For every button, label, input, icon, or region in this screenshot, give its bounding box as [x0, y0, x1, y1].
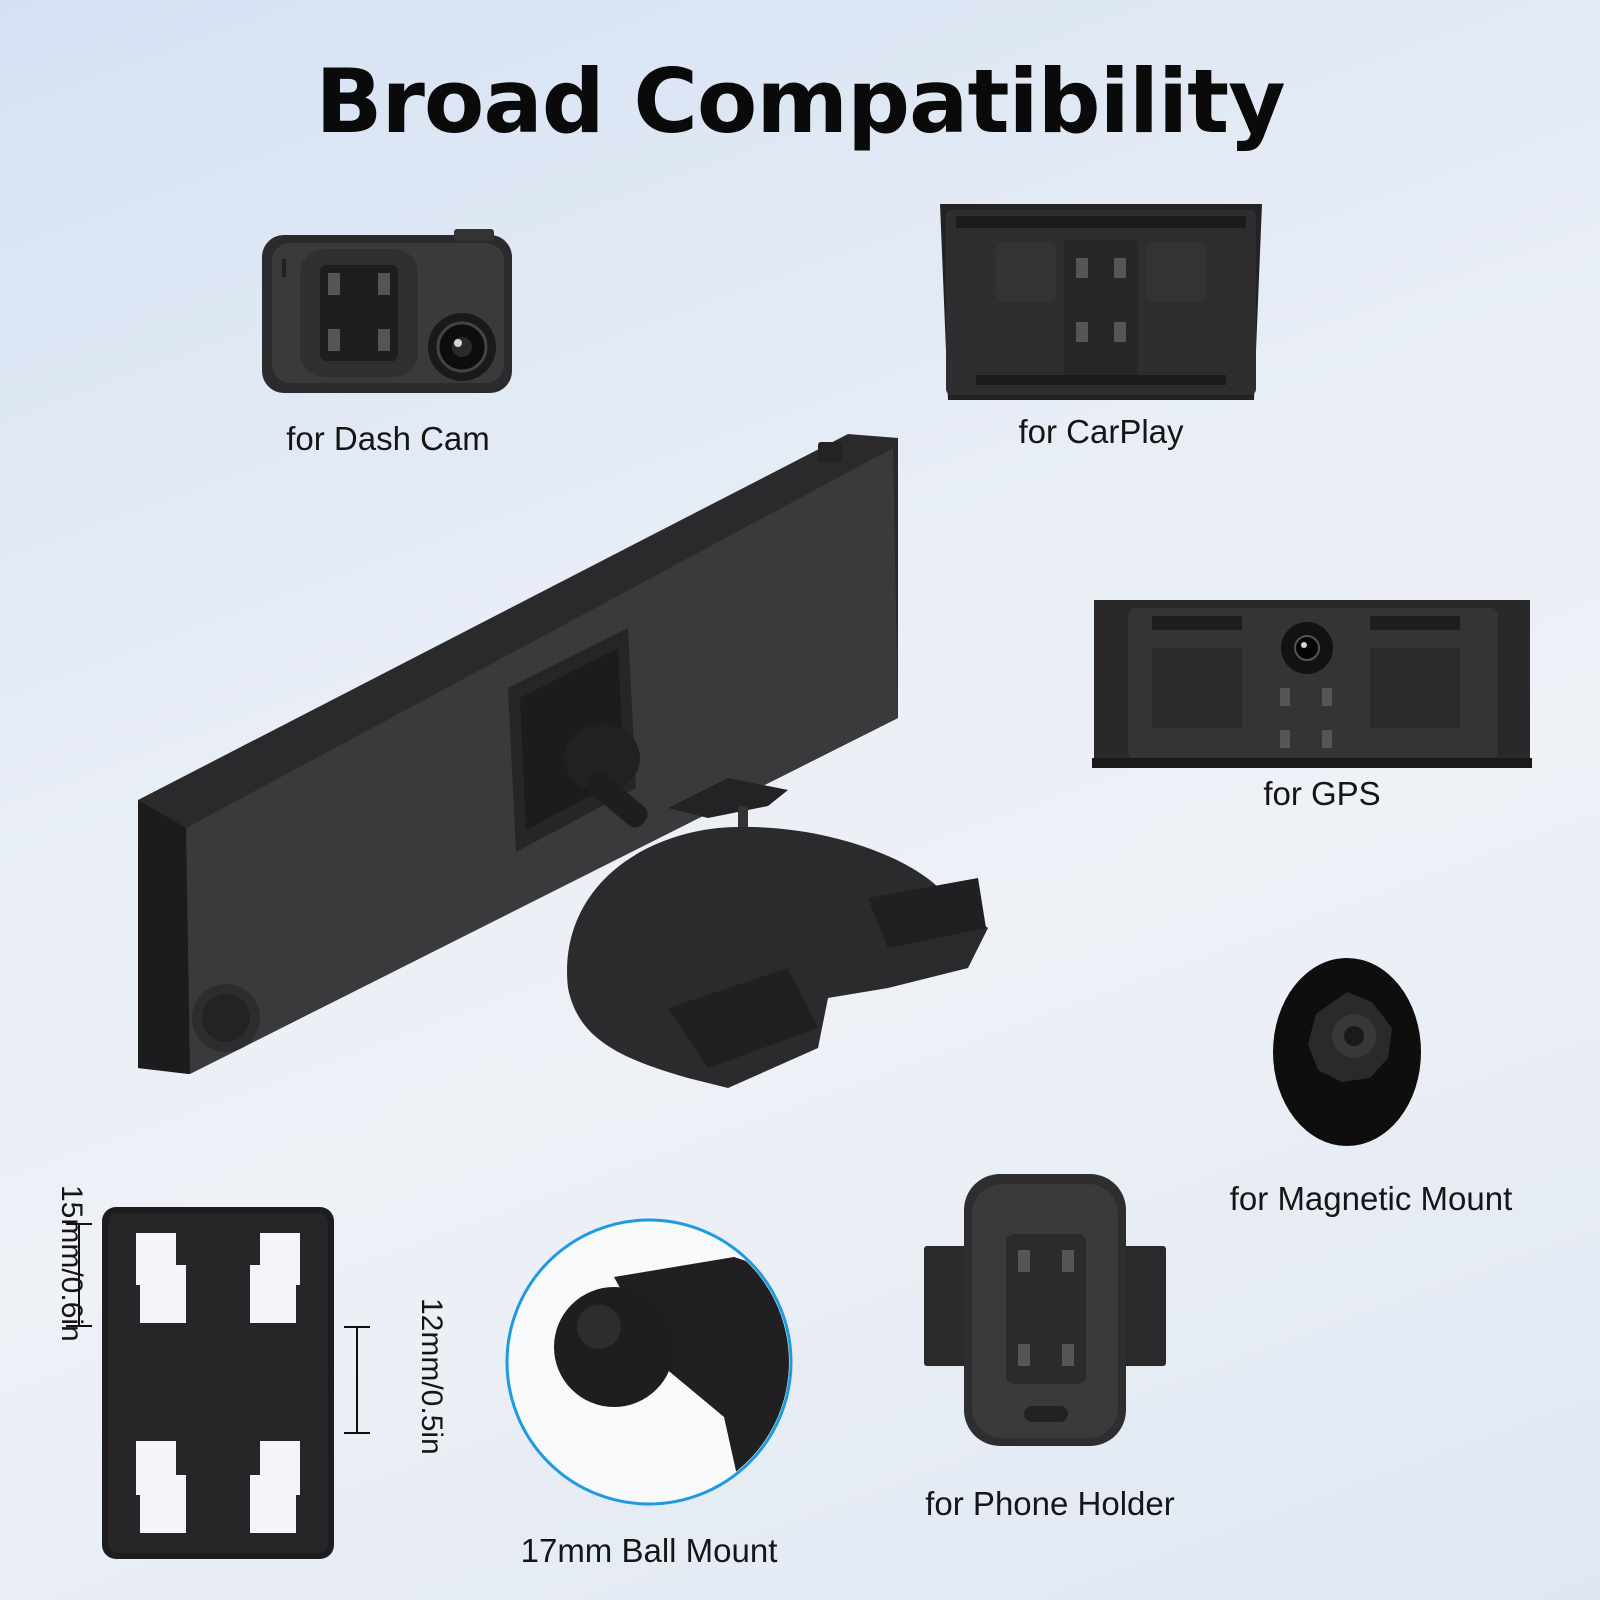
gps-caption: for GPS: [1263, 775, 1381, 812]
carplay-caption: for CarPlay: [1018, 413, 1184, 450]
carplay-image: [936, 200, 1266, 405]
magnetic-mount-image: [1272, 952, 1422, 1147]
ball-mount-image: [504, 1217, 794, 1507]
dimension-mark-vertical: [64, 1222, 94, 1328]
dimension-label-12mm: 12mm/0.5in: [415, 1298, 448, 1455]
dimension-label-15mm: 15mm/0.6in: [55, 1185, 88, 1342]
phone-holder-caption: for Phone Holder: [925, 1485, 1175, 1522]
dash-cam-image: [258, 225, 518, 405]
page-title: Broad Compatibility: [315, 50, 1285, 153]
magnetic-mount-caption: for Magnetic Mount: [1229, 1180, 1513, 1217]
phone-holder-image: [920, 1170, 1170, 1450]
adapter-plate-diagram: [100, 1205, 336, 1561]
gps-image: [1092, 598, 1532, 773]
cd-slot-mount-product-image: [128, 428, 1008, 1128]
dash-cam-caption: for Dash Cam: [286, 420, 490, 457]
ball-mount-caption: 17mm Ball Mount: [520, 1532, 778, 1569]
dimension-mark-horizontal: [342, 1325, 372, 1435]
